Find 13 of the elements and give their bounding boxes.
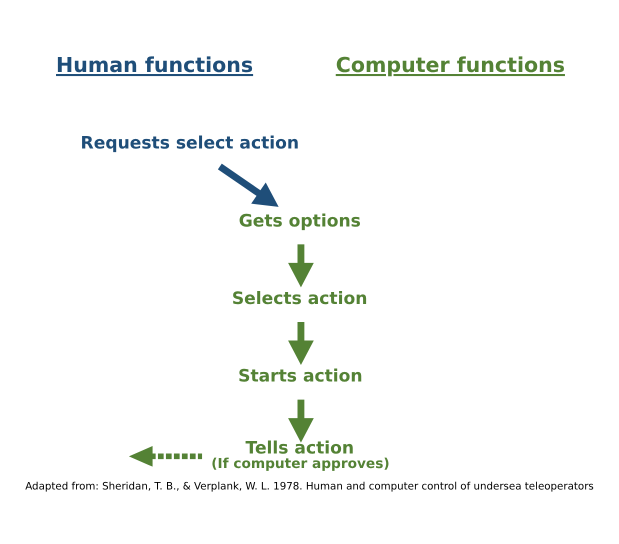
node-text: Tells action (If computer approves) <box>211 438 390 472</box>
node-text: Requests select action <box>80 133 300 154</box>
arrow <box>288 321 314 364</box>
arrow <box>218 163 279 206</box>
arrow <box>288 244 314 287</box>
arrow <box>128 445 202 466</box>
label: Human functions <box>56 52 254 76</box>
node-text: Gets options <box>238 210 361 231</box>
label: Computer functions <box>336 52 565 76</box>
caption: Adapted from: Sheridan, T. B., & Verplank, W. L. 1978. Human and computer control of undersea teleoperators <box>25 480 594 492</box>
node-text: Starts action <box>238 366 363 386</box>
node-text: Selects action <box>232 288 368 308</box>
arrow <box>288 399 314 442</box>
